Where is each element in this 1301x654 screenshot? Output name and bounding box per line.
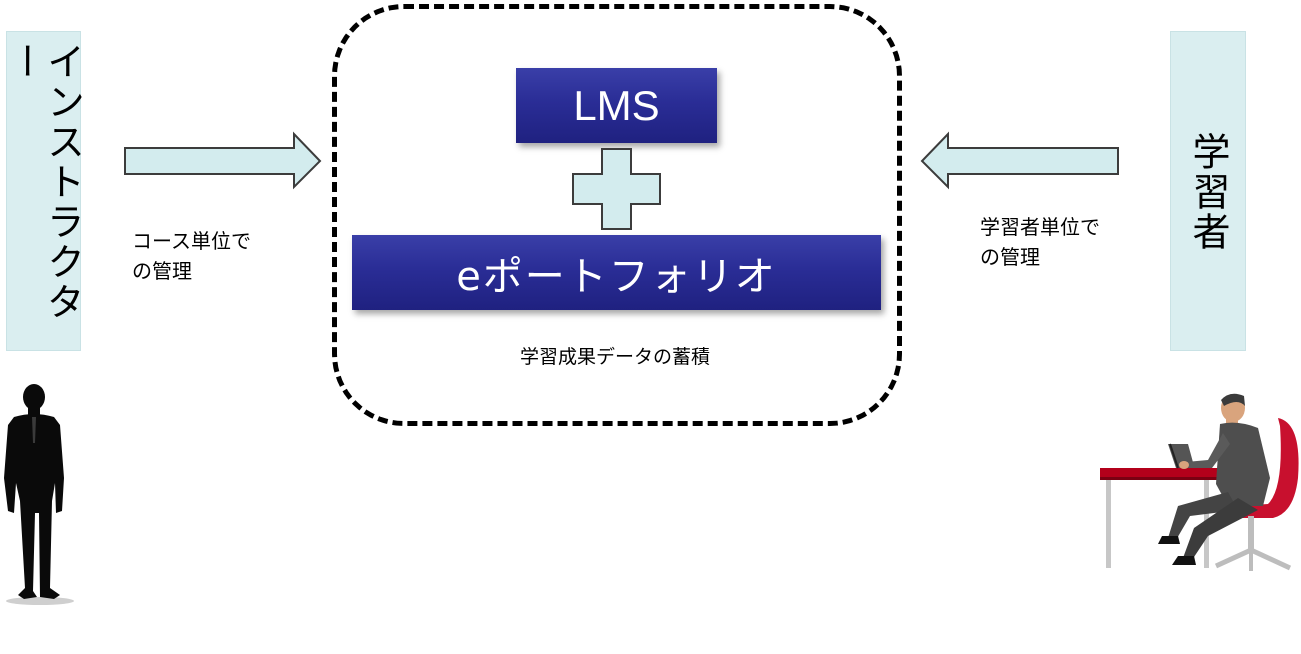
instructor-caption: コース単位で の管理 bbox=[132, 229, 251, 283]
instructor-label-panel: インストラクター bbox=[2, 31, 85, 351]
instructor-label: インストラクター bbox=[2, 42, 85, 322]
system-boundary bbox=[332, 4, 902, 426]
plus-icon bbox=[572, 148, 661, 230]
lms-box: LMS bbox=[516, 68, 717, 143]
standing-businessman-silhouette-icon bbox=[4, 384, 74, 605]
eportfolio-label: eポートフォリオ bbox=[456, 253, 777, 300]
lms-label: LMS bbox=[573, 81, 660, 129]
learner-label: 学習者 bbox=[1186, 132, 1230, 252]
accumulation-caption: 学習成果データの蓄積 bbox=[519, 346, 710, 368]
arrow-left-icon bbox=[920, 131, 1119, 190]
eportfolio-box: eポートフォリオ bbox=[352, 235, 881, 310]
learner-label-panel: 学習者 bbox=[1170, 31, 1246, 351]
arrow-right-icon bbox=[124, 131, 322, 190]
seated-man-at-desk-icon bbox=[1100, 393, 1299, 571]
learner-caption: 学習者単位で の管理 bbox=[980, 215, 1100, 269]
